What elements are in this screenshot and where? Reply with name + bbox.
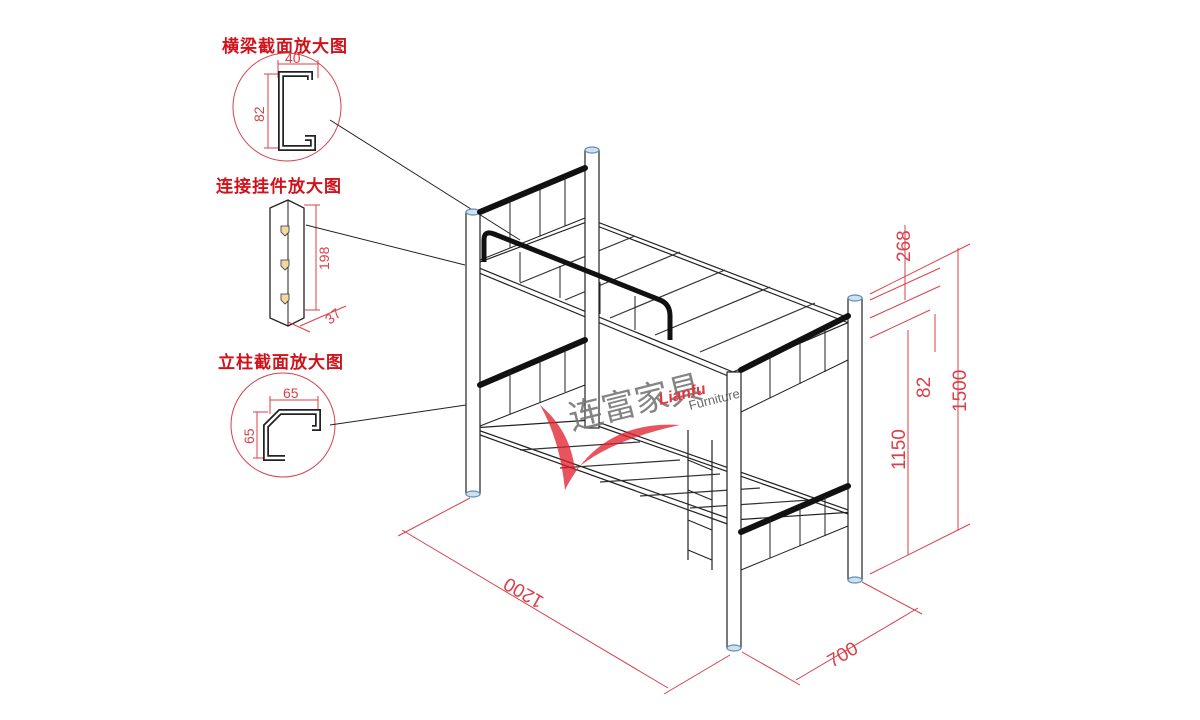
lower-height-label: 1150 bbox=[889, 429, 910, 470]
hanger-length-label: 198 bbox=[316, 246, 332, 270]
hanger-part-detail: 198 37 bbox=[269, 199, 466, 333]
post-section-title: 立柱截面放大图 bbox=[218, 353, 344, 373]
post-height-label: 65 bbox=[241, 428, 257, 444]
total-height-label: 1500 bbox=[950, 370, 971, 412]
beam-height-label: 82 bbox=[251, 106, 267, 122]
beam-section-title: 横梁截面放大图 bbox=[222, 37, 348, 57]
back-left-post bbox=[584, 149, 600, 429]
front-left-post bbox=[465, 211, 481, 495]
upper-guard-label: 268 bbox=[894, 230, 915, 262]
beam-leader-line bbox=[329, 119, 521, 241]
upper-gap-label: 82 bbox=[914, 377, 935, 398]
height-dimensions: 1500 1150 82 268 bbox=[869, 225, 971, 575]
post-width-label: 65 bbox=[283, 385, 299, 401]
hanger-leader-line bbox=[305, 224, 466, 266]
width-label: 700 bbox=[824, 638, 862, 672]
width-dimension: 700 bbox=[741, 581, 923, 686]
post-section-detail: 65 65 bbox=[230, 372, 467, 478]
hanger-part-title: 连接挂件放大图 bbox=[216, 177, 342, 197]
back-right-post bbox=[847, 297, 863, 581]
length-dimension: 1200 bbox=[397, 497, 731, 695]
beam-detail-circle bbox=[232, 52, 342, 162]
ladder bbox=[687, 430, 713, 570]
beam-section-detail: 40 82 bbox=[232, 50, 521, 241]
post-leader-line bbox=[329, 404, 467, 426]
head-guard-upper bbox=[477, 165, 588, 261]
foot-guard-upper bbox=[738, 313, 851, 413]
foot-guard-lower bbox=[738, 483, 851, 571]
head-guard-lower bbox=[477, 337, 588, 427]
front-right-post bbox=[726, 371, 742, 649]
length-label: 1200 bbox=[500, 573, 547, 612]
post-detail-circle bbox=[230, 372, 336, 478]
beam-width-label: 40 bbox=[285, 50, 301, 66]
upper-side-guard bbox=[481, 230, 673, 340]
brand-logo-swoosh bbox=[540, 405, 680, 490]
